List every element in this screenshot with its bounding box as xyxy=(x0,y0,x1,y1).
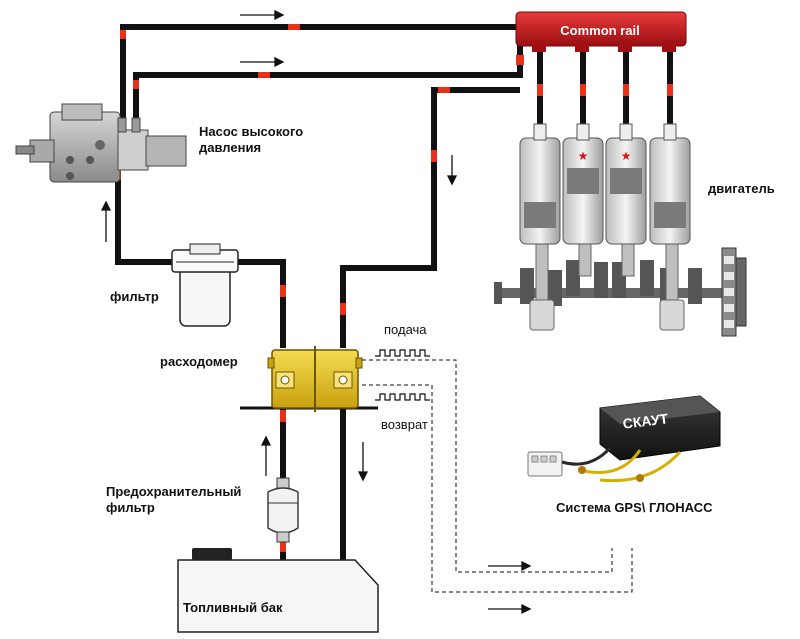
cylinder xyxy=(649,123,691,245)
gps-device: СКАУТ xyxy=(527,395,721,483)
safety-filter xyxy=(267,477,299,543)
signal-lines xyxy=(362,359,633,593)
filter-label: фильтр xyxy=(110,289,159,304)
gps-system-label: Система GPS\ ГЛОНАСС xyxy=(556,500,713,515)
high-pressure-pump xyxy=(15,103,187,183)
cylinder: ★ xyxy=(562,123,604,245)
pulse-wave-icon xyxy=(375,393,430,401)
engine-label: двигатель xyxy=(708,181,775,196)
pump-label-line2: давления xyxy=(199,140,262,155)
arrow-down-icon xyxy=(446,155,458,186)
high-pressure-line-lower xyxy=(133,38,523,122)
return-label: возврат xyxy=(381,417,428,432)
high-pressure-line-upper xyxy=(120,24,520,122)
cylinder xyxy=(519,123,561,245)
safety-filter-label-line2: фильтр xyxy=(106,500,155,515)
arrow-right-icon xyxy=(488,560,532,572)
flow-arrows xyxy=(100,9,532,615)
fuel-tank-label: Топливный бак xyxy=(183,600,283,615)
pump-label: Насос высокого давления xyxy=(199,124,303,156)
return-line-rail xyxy=(340,87,520,348)
flowmeter xyxy=(240,346,378,412)
engine: ★ ★ xyxy=(494,123,747,337)
arrow-right-icon xyxy=(488,603,532,615)
common-rail: Common rail xyxy=(515,11,687,52)
pulse-wave-icon xyxy=(375,349,430,357)
pump-label-line1: Насос высокого xyxy=(199,124,304,139)
arrow-up-icon xyxy=(260,435,272,476)
supply-label: подача xyxy=(384,322,427,337)
common-rail-label: Common rail xyxy=(560,23,639,38)
safety-filter-label: Предохранительный фильтр xyxy=(106,484,241,516)
arrow-up-icon xyxy=(100,200,112,242)
fuel-tank xyxy=(177,548,379,633)
cylinder: ★ xyxy=(605,123,647,245)
fuel-filter xyxy=(171,243,239,327)
flowmeter-label: расходомер xyxy=(160,354,238,369)
safety-filter-label-line1: Предохранительный xyxy=(106,484,242,499)
arrow-down-icon xyxy=(357,442,369,482)
svg-text:★: ★ xyxy=(578,149,589,163)
svg-text:★: ★ xyxy=(621,149,632,163)
arrow-right-icon xyxy=(240,9,285,21)
device-brand: СКАУТ xyxy=(622,410,670,431)
arrow-right-icon xyxy=(240,56,285,68)
